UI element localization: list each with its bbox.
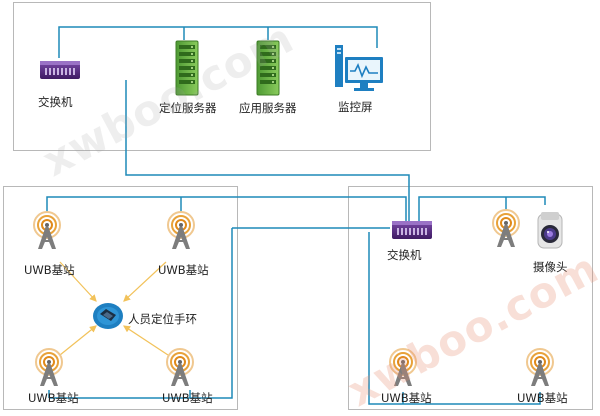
tag-label: 人员定位手环	[128, 312, 197, 326]
monitor-icon	[335, 45, 383, 91]
uwb-br-label: UWB基站	[162, 391, 213, 405]
uwb-tr-label: UWB基站	[158, 263, 209, 277]
uwb-bl-label: UWB基站	[28, 391, 79, 405]
left-positioning-zone	[3, 186, 238, 410]
network-links	[46, 26, 546, 405]
uwb-tower-tl-icon	[33, 211, 61, 250]
wristband-tag-icon	[93, 303, 123, 329]
uwb-right-br-label: UWB基站	[517, 391, 568, 405]
uwb-right-bl-label: UWB基站	[381, 391, 432, 405]
uwb-tl-label: UWB基站	[24, 263, 75, 277]
edge-switch-label: 交换机	[387, 248, 422, 262]
uwb-tower-bl-icon	[35, 348, 63, 387]
uwb-tower-tr-icon	[167, 211, 195, 250]
top-bus-line	[58, 26, 378, 58]
uwb-tower-right-br-icon	[526, 348, 554, 387]
uwb-tower-right-top-icon	[492, 209, 520, 248]
right-bottom-bus	[368, 232, 541, 405]
left-top-bus	[46, 196, 407, 221]
camera-label: 摄像头	[533, 260, 568, 274]
uwb-tower-br-icon	[166, 348, 194, 387]
signal-arrows	[59, 261, 169, 356]
uplink-line	[125, 80, 410, 221]
application-server-label: 应用服务器	[239, 101, 297, 115]
edge-switch-icon	[392, 221, 432, 239]
camera-icon	[537, 212, 563, 249]
monitor-label: 监控屏	[338, 100, 373, 114]
core-switch-label: 交换机	[38, 95, 73, 109]
left-bottom-bus	[49, 228, 233, 399]
core-switch-icon	[40, 61, 80, 79]
right-top-bus	[418, 196, 546, 221]
server-room-zone	[13, 2, 431, 151]
positioning-server-label: 定位服务器	[159, 101, 217, 115]
right-positioning-zone	[348, 186, 593, 410]
